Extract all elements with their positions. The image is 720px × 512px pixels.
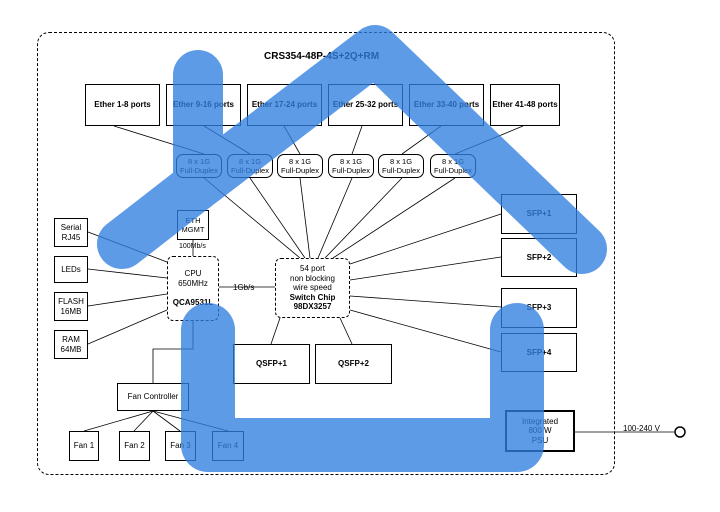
duplex-line1: 8 x 1G xyxy=(389,157,413,166)
sfp-port-3: SFP+3 xyxy=(501,288,577,328)
duplex-line1: 8 x 1G xyxy=(187,157,211,166)
duplex-line1: 8 x 1G xyxy=(339,157,363,166)
fan-label: Fan 1 xyxy=(73,441,95,451)
eth-mgmt-line1: ETH xyxy=(185,216,201,225)
ether-group-5: Ether 33-40 ports xyxy=(409,84,484,126)
psu-line1: Integrated xyxy=(521,416,559,426)
sfp-port-2: SFP+2 xyxy=(501,238,577,277)
component-line2: 16MB xyxy=(60,306,82,316)
duplex-line1: 8 x 1G xyxy=(288,157,312,166)
component-line1: LEDs xyxy=(61,264,81,274)
fan-controller: Fan Controller xyxy=(117,383,189,411)
component-line1: Serial xyxy=(60,222,82,232)
ether-group-2: Ether 9-16 ports xyxy=(166,84,241,126)
ether-group-label: Ether 17-24 ports xyxy=(251,100,318,110)
cpu-line2: 650MHz xyxy=(178,278,208,288)
sfp-label: SFP+4 xyxy=(526,347,552,357)
qsfp-label: QSFP+1 xyxy=(256,359,287,369)
fan-label: Fan 2 xyxy=(124,441,145,451)
cpu-link-speed: 1Gb/s xyxy=(233,283,255,292)
fan-4: Fan 4 xyxy=(212,431,244,461)
duplex-line2: Full-Duplex xyxy=(434,166,472,175)
fan-label: Fan 4 xyxy=(217,441,239,451)
sfp-port-1: SFP+1 xyxy=(501,194,577,234)
fan-1: Fan 1 xyxy=(69,431,99,461)
power-input-label: 100-240 V xyxy=(623,424,660,433)
duplex-line2: Full-Duplex xyxy=(332,166,370,175)
power-input-terminal xyxy=(674,426,686,438)
sfp-label: SFP+1 xyxy=(526,209,552,219)
duplex-line1: 8 x 1G xyxy=(238,157,262,166)
component-line2: 64MB xyxy=(60,344,82,354)
switch-line2: non blocking xyxy=(290,273,335,283)
sfp-port-4: SFP+4 xyxy=(501,333,577,372)
fan-2: Fan 2 xyxy=(119,431,150,461)
eth-mgmt-speed: 100Mb/s xyxy=(179,243,206,250)
component-line1: RAM xyxy=(62,334,80,344)
psu-line3: PSU xyxy=(531,435,549,445)
duplex-line2: Full-Duplex xyxy=(382,166,420,175)
cpu-line1: CPU xyxy=(184,269,202,279)
eth-mgmt-line2: MGMT xyxy=(181,225,205,234)
sfp-label: SFP+3 xyxy=(526,303,552,313)
psu-line2: 800 W xyxy=(528,426,552,436)
duplex-line1: 8 x 1G xyxy=(441,157,465,166)
qsfp-port-2: QSFP+2 xyxy=(315,344,392,384)
sfp-label: SFP+2 xyxy=(526,252,552,262)
switch-name: Switch Chip xyxy=(289,292,336,302)
fan-controller-label: Fan Controller xyxy=(127,392,179,402)
leds: LEDs xyxy=(54,256,88,283)
ether-group-label: Ether 25-32 ports xyxy=(332,100,399,110)
switch-line3: wire speed xyxy=(293,283,332,293)
fan-label: Fan 3 xyxy=(170,441,191,451)
ether-group-1: Ether 1-8 ports xyxy=(85,84,160,126)
qsfp-label: QSFP+2 xyxy=(338,359,369,369)
cpu-model: QCA9531L xyxy=(172,298,214,308)
duplex-line2: Full-Duplex xyxy=(231,166,269,175)
ether-group-label: Ether 33-40 ports xyxy=(413,100,480,110)
duplex-line2: Full-Duplex xyxy=(180,166,218,175)
component-line1: FLASH xyxy=(58,296,84,306)
switch-model: 98DX3257 xyxy=(293,302,332,312)
component-line2: RJ45 xyxy=(61,232,81,242)
qsfp-port-1: QSFP+1 xyxy=(233,344,310,384)
device-title: CRS354-48P-4S+2Q+RM xyxy=(264,51,380,62)
ether-group-6: Ether 41-48 ports xyxy=(490,84,560,126)
ether-group-4: Ether 25-32 ports xyxy=(328,84,403,126)
switch-line1: 54 port xyxy=(300,264,325,274)
ether-group-label: Ether 9-16 ports xyxy=(173,100,234,110)
fan-3: Fan 3 xyxy=(165,431,196,461)
ether-group-3: Ether 17-24 ports xyxy=(247,84,322,126)
ether-group-label: Ether 41-48 ports xyxy=(492,100,558,110)
ether-group-label: Ether 1-8 ports xyxy=(94,100,151,110)
duplex-line2: Full-Duplex xyxy=(281,166,319,175)
